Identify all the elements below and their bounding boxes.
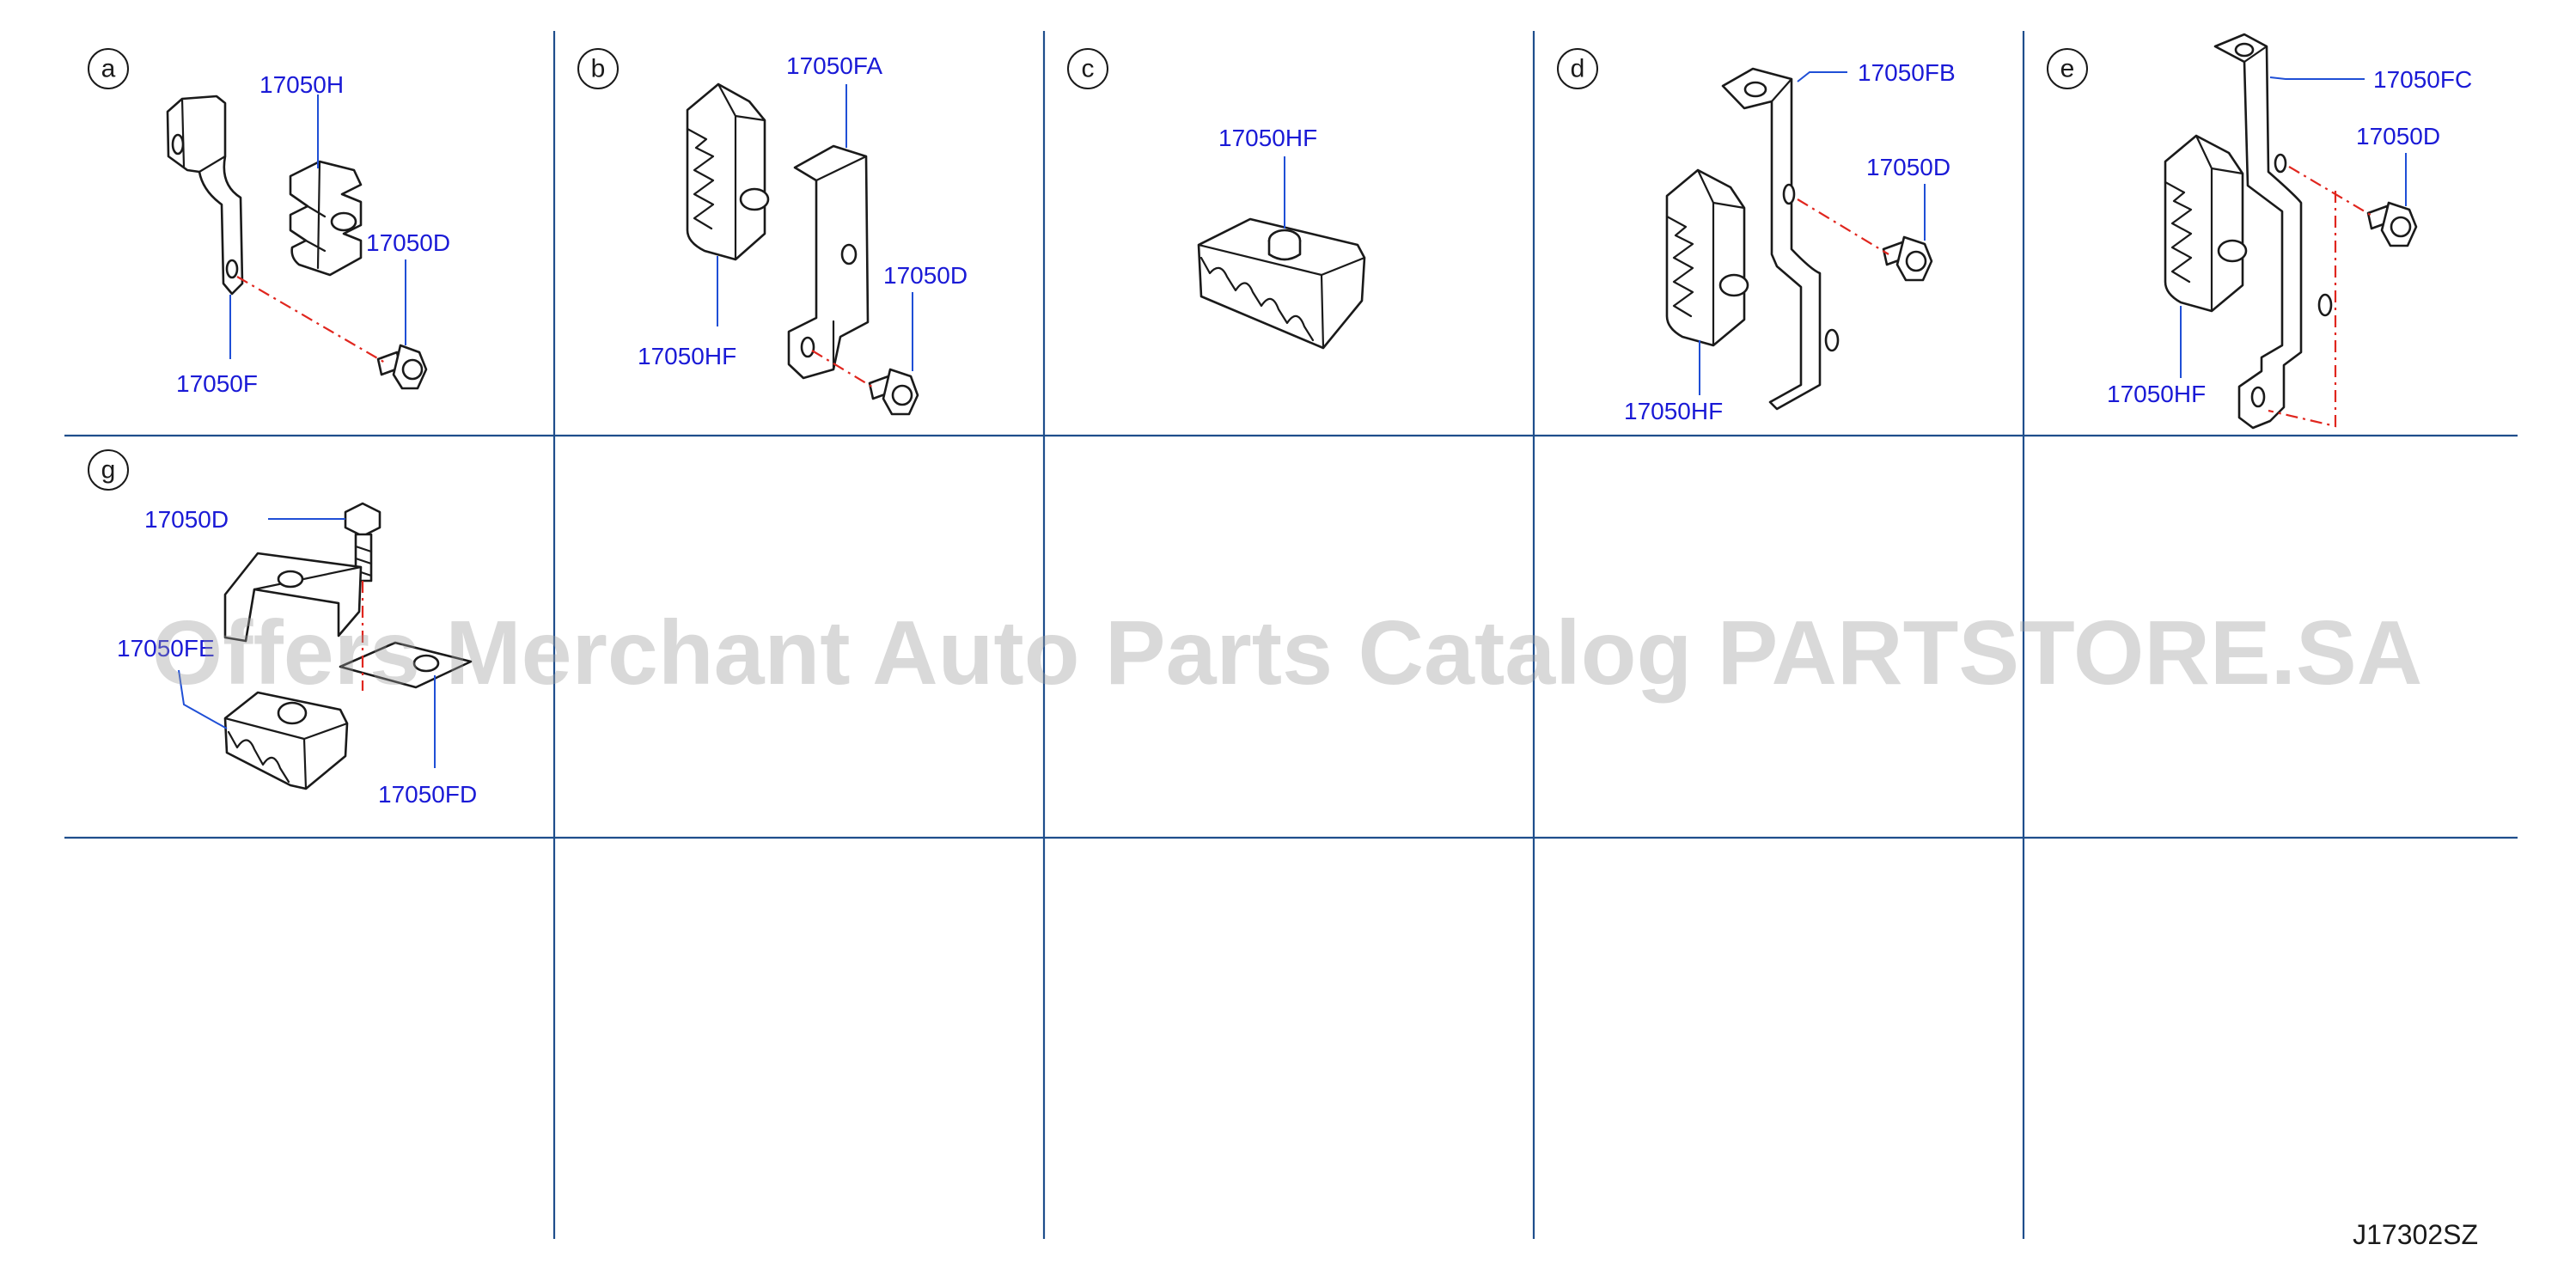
- panel-e-id: e: [2047, 48, 2088, 89]
- clip-17050HF-e[interactable]: [2164, 134, 2248, 313]
- svg-text:g: g: [101, 456, 116, 485]
- leaders-e: [2180, 76, 2407, 378]
- grid: [64, 31, 2518, 1239]
- svg-text:c: c: [1082, 55, 1095, 83]
- bracket-17050F[interactable]: [166, 95, 244, 296]
- label-17050FB-d: 17050FB: [1858, 59, 1956, 86]
- panel-c[interactable]: c 17050HF: [1067, 48, 1366, 350]
- clip-17050HF-d[interactable]: [1665, 168, 1749, 347]
- bolt-17050D-a[interactable]: [376, 344, 428, 390]
- panel-g[interactable]: g 17050D 17050FE 17050F: [88, 449, 477, 808]
- label-17050FA-b: 17050FA: [786, 52, 882, 79]
- panel-b[interactable]: b 17050FA 17050D 17050HF: [577, 48, 968, 416]
- watermark: Offers Merchant Auto Parts Catalog PARTS…: [152, 602, 2423, 704]
- panel-c-id: c: [1067, 48, 1108, 89]
- label-17050D-e: 17050D: [2356, 123, 2440, 149]
- label-17050HF-d: 17050HF: [1624, 398, 1723, 424]
- svg-text:a: a: [101, 55, 116, 83]
- label-17050FE-g: 17050FE: [117, 635, 215, 662]
- label-17050D-b: 17050D: [883, 262, 968, 289]
- label-17050FD-g: 17050FD: [378, 781, 477, 808]
- bolt-17050D-g[interactable]: [344, 502, 382, 583]
- panel-a[interactable]: a 17050H 17050D 17050F: [88, 48, 450, 397]
- panel-e[interactable]: e 17050FC 17050D 1705: [2047, 33, 2472, 430]
- label-17050HF-c: 17050HF: [1218, 125, 1317, 151]
- bolt-17050D-d[interactable]: [1882, 235, 1933, 282]
- diagram-code: J17302SZ: [2353, 1219, 2478, 1250]
- clip-17050HF-c[interactable]: [1197, 217, 1366, 350]
- leaders-a: [229, 95, 406, 359]
- svg-text:e: e: [2060, 55, 2075, 83]
- plate-17050FD[interactable]: [339, 641, 473, 689]
- panel-d-id: d: [1557, 48, 1598, 89]
- label-17050H-a: 17050H: [259, 71, 344, 98]
- svg-text:d: d: [1571, 55, 1585, 83]
- clip-17050FE-g[interactable]: [223, 691, 349, 790]
- label-17050HF-b: 17050HF: [638, 343, 736, 369]
- svg-text:b: b: [591, 55, 606, 83]
- bracket-17050FC[interactable]: [2213, 33, 2333, 430]
- dash-d: [1797, 198, 1889, 255]
- bracket-17050FA[interactable]: [787, 144, 870, 380]
- label-17050D-g: 17050D: [144, 506, 229, 533]
- leaders-b: [717, 84, 913, 371]
- label-17050D-d: 17050D: [1866, 154, 1950, 180]
- leaders-g: [178, 518, 436, 768]
- label-17050F-a: 17050F: [176, 370, 258, 397]
- panel-a-id: a: [88, 48, 129, 89]
- bracket-17050FE[interactable]: [223, 552, 363, 643]
- bolt-17050D-e[interactable]: [2366, 201, 2418, 247]
- dash-b: [811, 350, 876, 389]
- bolt-17050D-b[interactable]: [868, 368, 919, 416]
- panel-d[interactable]: d 17050FB 17050D 17050HF: [1557, 48, 1956, 424]
- panel-b-id: b: [577, 48, 619, 89]
- label-17050FC-e: 17050FC: [2373, 66, 2472, 93]
- panel-g-id: g: [88, 449, 129, 491]
- label-17050D-a: 17050D: [366, 229, 450, 256]
- clip-17050HF-b[interactable]: [686, 82, 770, 261]
- clip-17050H[interactable]: [289, 160, 363, 277]
- dash-e-vertical: [2268, 191, 2337, 428]
- bracket-17050FB[interactable]: [1721, 67, 1840, 411]
- leaders-d: [1699, 71, 1926, 395]
- dash-a: [236, 276, 386, 363]
- dash-e-bolt: [2288, 166, 2374, 217]
- label-17050HF-e: 17050HF: [2107, 381, 2206, 407]
